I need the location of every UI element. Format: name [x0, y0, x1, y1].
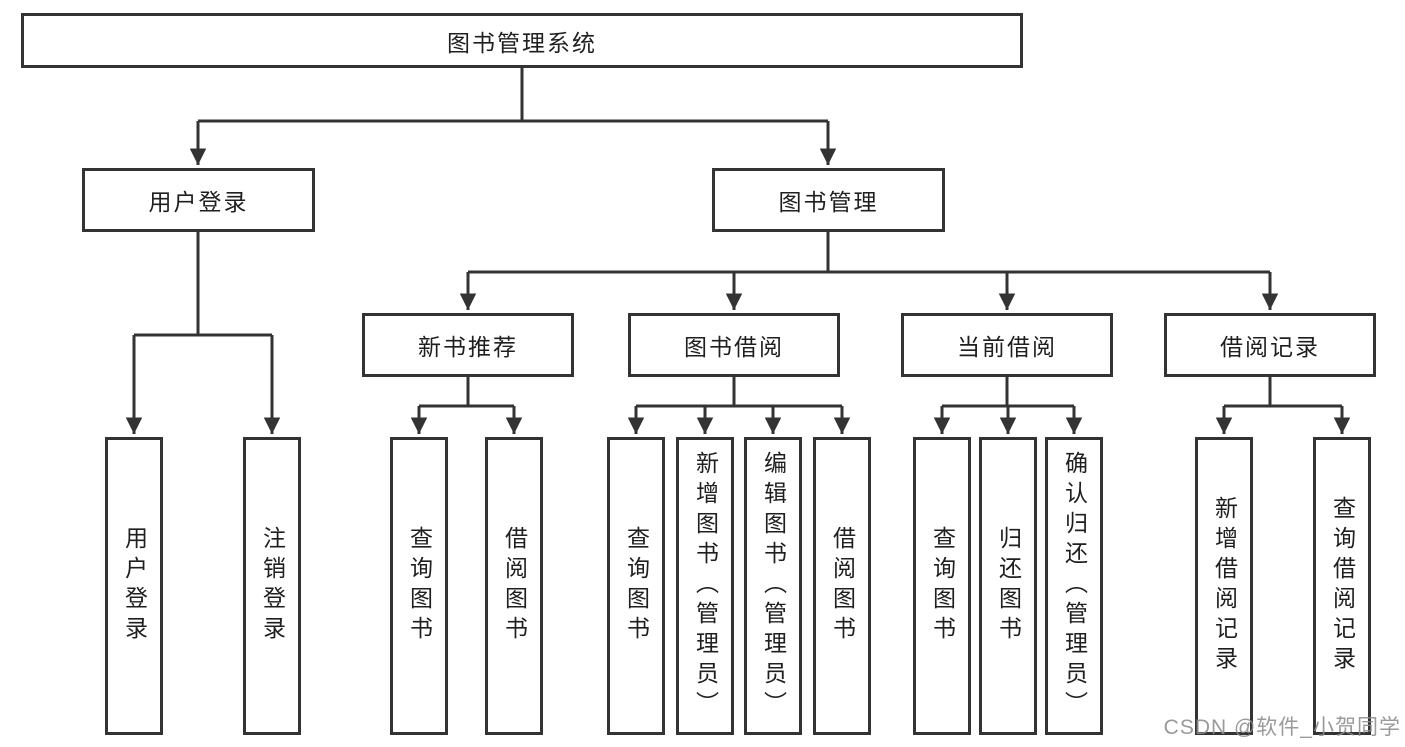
node-book-management: 图书管理	[712, 168, 945, 232]
node-user-login: 用户登录	[82, 168, 315, 232]
leaf-label: 借阅图书	[501, 526, 528, 646]
leaf-confirm-return-admin: 确认归还（管理员）	[1045, 437, 1103, 735]
leaf-label: 查询图书	[623, 526, 650, 646]
leaf-label: 借阅图书	[829, 526, 856, 646]
node-book-borrowing: 图书借阅	[628, 313, 840, 377]
leaf-label: 编辑图书（管理员）	[760, 451, 787, 721]
leaf-add-borrow-record: 新增借阅记录	[1195, 437, 1253, 735]
leaf-query-books-current: 查询图书	[913, 437, 971, 735]
node-borrowing-records: 借阅记录	[1164, 313, 1376, 377]
leaf-label: 用户登录	[121, 526, 148, 646]
leaf-edit-books-admin: 编辑图书（管理员）	[744, 437, 802, 735]
leaf-return-books: 归还图书	[979, 437, 1037, 735]
leaf-logout: 注销登录	[243, 437, 301, 735]
leaf-label: 新增图书（管理员）	[692, 451, 719, 721]
leaf-label: 归还图书	[995, 526, 1022, 646]
leaf-query-books-recommend: 查询图书	[390, 437, 448, 735]
csdn-watermark: CSDN @软件_小贺同学	[1163, 716, 1401, 739]
leaf-query-books-borrowing: 查询图书	[607, 437, 665, 735]
node-new-book-recommend: 新书推荐	[362, 313, 574, 377]
leaf-label: 查询图书	[929, 526, 956, 646]
leaf-label: 查询借阅记录	[1329, 496, 1356, 676]
leaf-label: 新增借阅记录	[1211, 496, 1238, 676]
leaf-label: 注销登录	[259, 526, 286, 646]
node-library-management-system: 图书管理系统	[21, 13, 1023, 68]
leaf-user-login: 用户登录	[105, 437, 163, 735]
leaf-borrow-books: 借阅图书	[813, 437, 871, 735]
leaf-borrow-books-recommend: 借阅图书	[485, 437, 543, 735]
leaf-label: 确认归还（管理员）	[1061, 451, 1088, 721]
node-current-borrowing: 当前借阅	[901, 313, 1113, 377]
leaf-query-borrow-record: 查询借阅记录	[1313, 437, 1371, 735]
leaf-label: 查询图书	[406, 526, 433, 646]
leaf-add-books-admin: 新增图书（管理员）	[676, 437, 734, 735]
